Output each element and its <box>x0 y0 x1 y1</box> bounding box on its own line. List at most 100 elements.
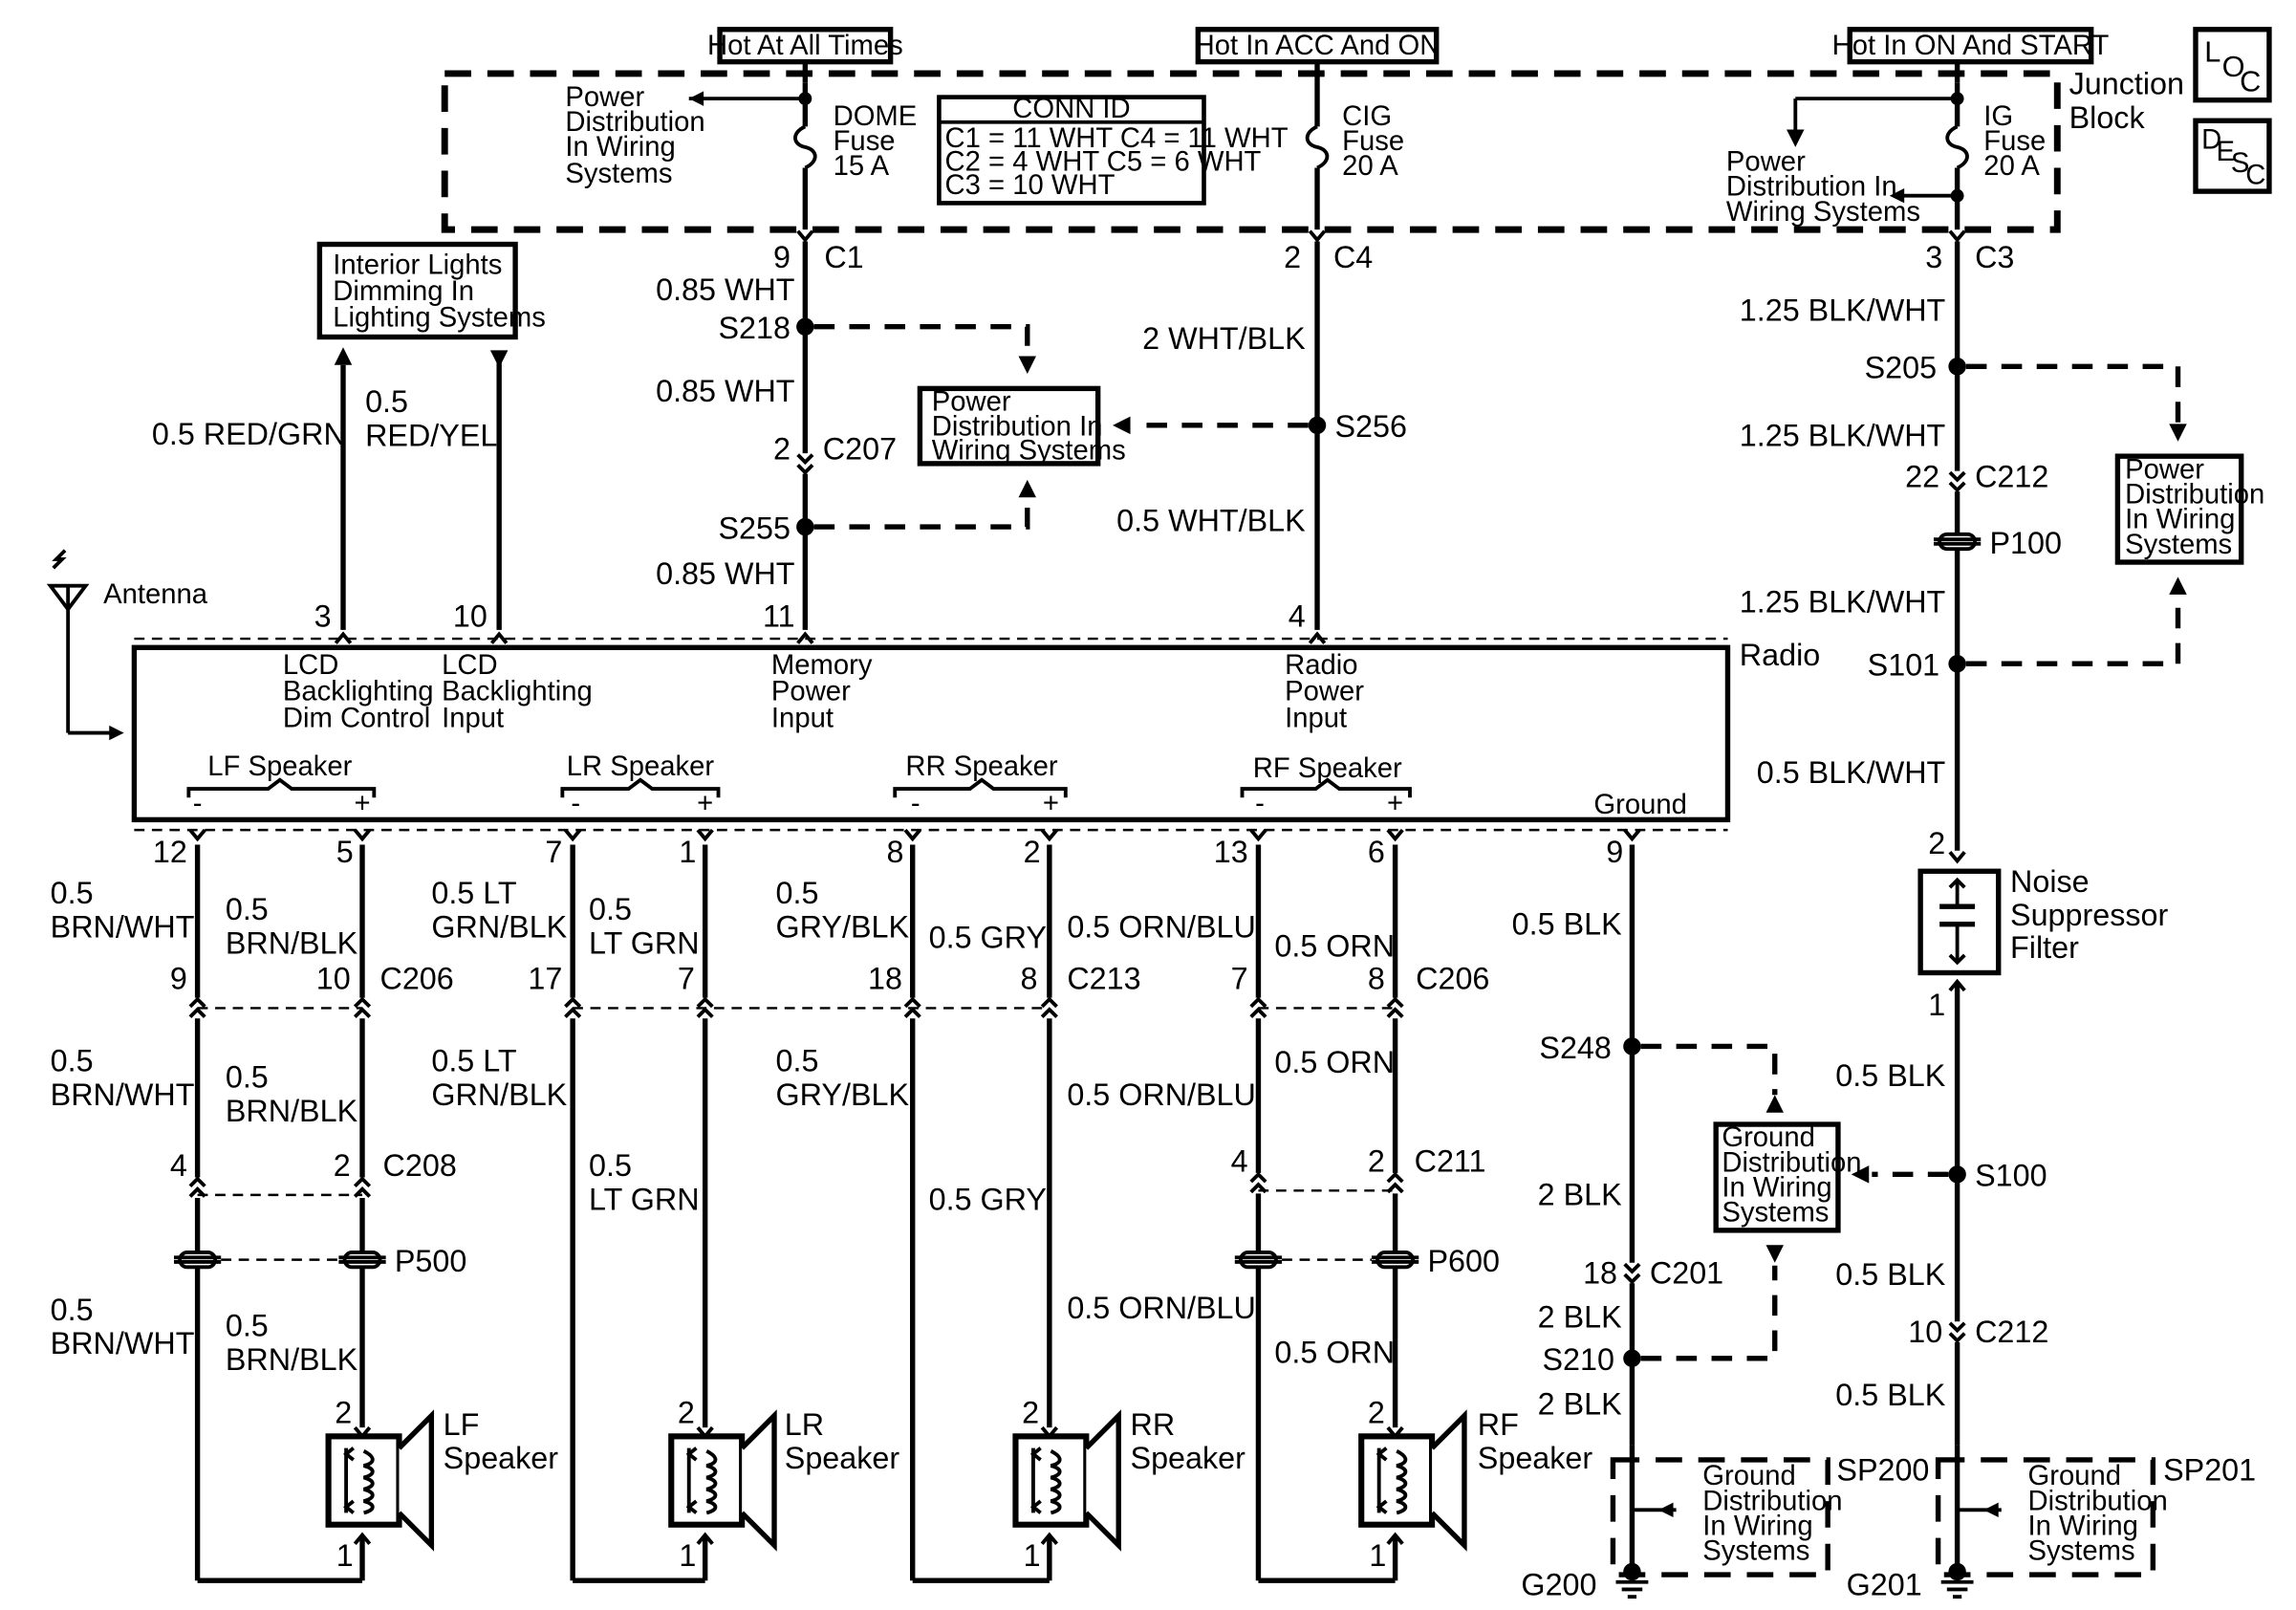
svg-text:Speaker: Speaker <box>444 1441 559 1475</box>
svg-text:0.5: 0.5 <box>589 1148 632 1183</box>
svg-text:C2 = 4 WHT C5 = 6 WHT: C2 = 4 WHT C5 = 6 WHT <box>945 147 1262 178</box>
svg-text:GRY/BLK: GRY/BLK <box>776 1077 910 1112</box>
rf-speaker-circuit <box>1232 844 1464 1583</box>
svg-text:Hot At All Times: Hot At All Times <box>707 31 903 61</box>
pd-right-box[interactable]: Power Distribution In Wiring Systems <box>2114 453 2264 565</box>
feed-hot-at-all-times: Hot At All Times <box>707 27 903 65</box>
svg-text:-: - <box>1255 789 1265 819</box>
svg-text:18: 18 <box>868 961 902 995</box>
svg-text:Power: Power <box>2125 454 2204 485</box>
svg-text:DOME: DOME <box>834 101 918 132</box>
svg-text:CONN ID: CONN ID <box>1012 94 1130 124</box>
svg-text:S: S <box>2231 148 2250 179</box>
svg-text:22: 22 <box>1905 460 1939 494</box>
svg-text:LCD: LCD <box>442 650 497 681</box>
radio-unit[interactable]: Radio <box>131 638 1820 832</box>
rf-speaker-icon <box>1361 1416 1464 1545</box>
svg-text:0.5: 0.5 <box>365 384 408 419</box>
svg-text:8: 8 <box>1368 961 1385 995</box>
svg-text:S100: S100 <box>1975 1159 2047 1193</box>
svg-text:Distribution In: Distribution In <box>1726 172 1897 203</box>
svg-text:7: 7 <box>678 961 695 995</box>
lf-speaker-circuit <box>172 844 431 1583</box>
feed-hot-acc-on: Hot In ACC And ON <box>1195 27 1440 65</box>
svg-text:12: 12 <box>153 835 187 869</box>
svg-text:0.5 LT: 0.5 LT <box>431 876 516 910</box>
splice-s210 <box>1623 1349 1641 1368</box>
svg-text:C: C <box>2240 64 2261 98</box>
svg-text:GRY/BLK: GRY/BLK <box>776 910 910 945</box>
speaker-group-rr: RR Speaker - + <box>893 751 1068 819</box>
svg-text:D: D <box>2201 124 2221 155</box>
svg-text:LR: LR <box>785 1407 824 1442</box>
svg-text:0.5 ORN: 0.5 ORN <box>1274 1335 1395 1369</box>
pd-mid-box[interactable]: Power Distribution In Wiring Systems <box>917 385 1126 467</box>
svg-text:GRN/BLK: GRN/BLK <box>431 910 567 945</box>
svg-text:BRN/BLK: BRN/BLK <box>226 1094 358 1128</box>
loc-legend-icon[interactable]: L O C <box>2193 27 2272 103</box>
svg-text:BRN/BLK: BRN/BLK <box>226 925 358 960</box>
svg-text:9: 9 <box>1606 835 1623 869</box>
svg-text:S256: S256 <box>1334 409 1406 444</box>
splice-s205 <box>1948 358 1966 376</box>
svg-text:Systems: Systems <box>565 159 672 189</box>
svg-text:C4: C4 <box>1333 240 1373 274</box>
svg-text:C3: C3 <box>1975 240 2014 274</box>
ig-fuse-icon <box>1945 124 1969 170</box>
svg-text:Systems: Systems <box>2028 1536 2135 1567</box>
svg-text:C206: C206 <box>379 961 453 995</box>
svg-text:7: 7 <box>545 835 562 869</box>
svg-text:0.5 RED/GRN: 0.5 RED/GRN <box>152 417 346 451</box>
svg-text:In Wiring: In Wiring <box>1702 1511 1812 1541</box>
junction-block: Junction Block Power Distribution In Wir… <box>441 61 2184 233</box>
svg-text:0.5 ORN: 0.5 ORN <box>1274 1045 1395 1079</box>
svg-text:Junction: Junction <box>2069 67 2184 101</box>
svg-text:0.85 WHT: 0.85 WHT <box>656 374 794 408</box>
ground-g201-icon <box>1939 1579 1976 1599</box>
svg-text:Ground: Ground <box>2028 1461 2122 1491</box>
svg-text:0.5: 0.5 <box>51 1293 94 1327</box>
svg-text:Distribution: Distribution <box>2028 1486 2168 1516</box>
conn-id-table: CONN ID C1 = 11 WHT C4 = 11 WHT C2 = 4 W… <box>937 94 1289 206</box>
svg-text:0.5 ORN: 0.5 ORN <box>1274 929 1395 964</box>
svg-text:2: 2 <box>1928 826 1945 860</box>
svg-text:In Wiring: In Wiring <box>565 132 675 163</box>
svg-text:E: E <box>2217 137 2236 167</box>
svg-text:RED/YEL: RED/YEL <box>365 418 497 452</box>
svg-text:RF: RF <box>1478 1407 1519 1442</box>
svg-text:0.5 BLK/WHT: 0.5 BLK/WHT <box>1757 755 1946 790</box>
svg-text:Suppressor: Suppressor <box>2010 898 2168 932</box>
svg-text:8: 8 <box>1021 961 1038 995</box>
lr-speaker-circuit <box>563 844 774 1583</box>
svg-text:9: 9 <box>773 240 791 274</box>
svg-text:0.5 BLK: 0.5 BLK <box>1835 1378 1945 1412</box>
svg-text:C: C <box>2245 160 2265 190</box>
svg-text:Power: Power <box>1285 677 1364 707</box>
splice-s100 <box>1948 1165 1966 1184</box>
svg-text:S210: S210 <box>1542 1342 1614 1377</box>
svg-text:Antenna: Antenna <box>103 579 208 610</box>
svg-text:Speaker: Speaker <box>1131 1441 1246 1475</box>
pd-right-label: Power Distribution In Wiring Systems <box>1726 147 1920 228</box>
svg-text:C213: C213 <box>1067 961 1140 995</box>
svg-text:2: 2 <box>773 431 791 466</box>
noise-suppressor-filter <box>1917 868 2002 976</box>
svg-text:C1: C1 <box>824 240 863 274</box>
pd-left-label: Power Distribution In Wiring Systems <box>565 82 704 189</box>
svg-text:C1 = 11 WHT C4 = 11 WHT: C1 = 11 WHT C4 = 11 WHT <box>945 123 1289 154</box>
svg-text:1.25 BLK/WHT: 1.25 BLK/WHT <box>1740 294 1945 328</box>
antenna-icon <box>46 549 124 741</box>
svg-text:In Wiring: In Wiring <box>1722 1172 1831 1203</box>
gd-mid-box[interactable]: Ground Distribution In Wiring Systems <box>1713 1121 1862 1233</box>
interior-lights-dimming-box[interactable]: Interior Lights Dimming In Lighting Syst… <box>316 241 546 340</box>
svg-text:Speaker: Speaker <box>785 1441 900 1475</box>
svg-text:RR: RR <box>1131 1407 1176 1442</box>
desc-legend-icon[interactable]: D E S C <box>2193 118 2272 194</box>
svg-text:Wiring Systems: Wiring Systems <box>932 435 1126 466</box>
svg-text:Power: Power <box>1726 147 1806 178</box>
svg-text:Ground: Ground <box>1702 1461 1796 1491</box>
svg-text:2 BLK: 2 BLK <box>1538 1299 1622 1334</box>
svg-text:4: 4 <box>170 1148 187 1183</box>
svg-text:Speaker: Speaker <box>1478 1441 1593 1475</box>
svg-text:10: 10 <box>1908 1315 1942 1349</box>
